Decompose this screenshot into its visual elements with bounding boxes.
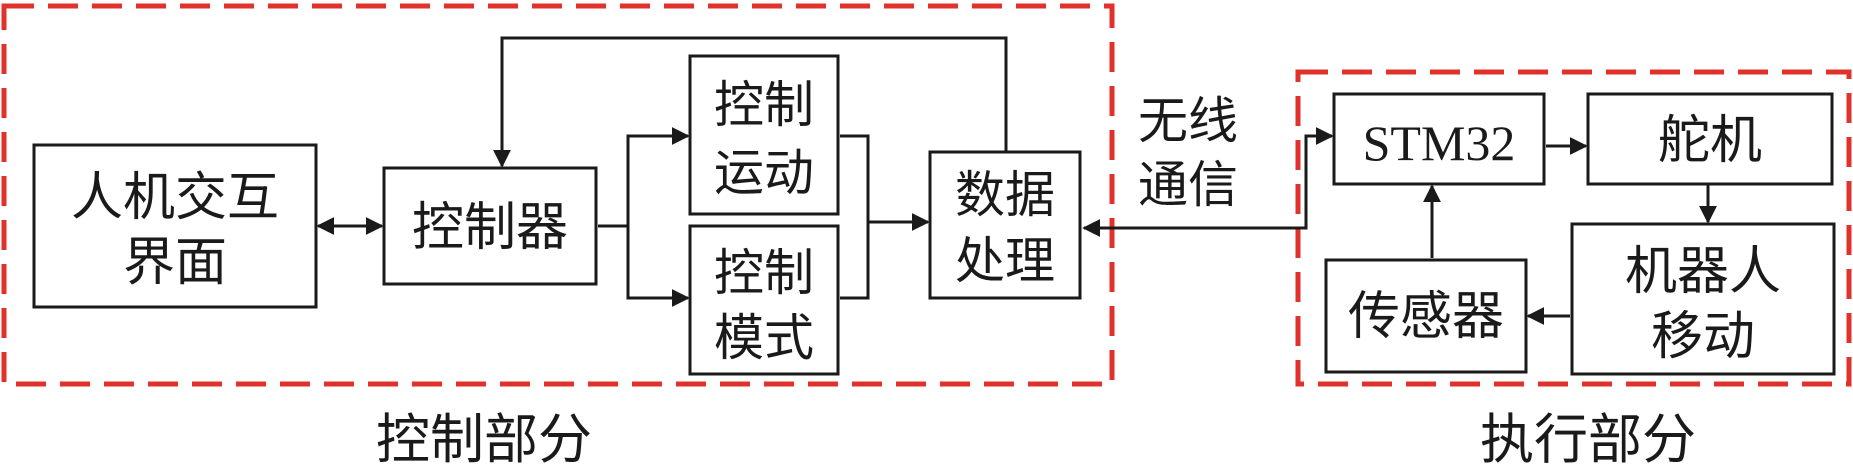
- motion-control-line1: 控制: [714, 76, 814, 134]
- robot-move-block: 机器人 移动: [1570, 222, 1836, 376]
- wireless-label-line2: 通信: [1138, 156, 1238, 214]
- hmi-label-line1: 人机交互: [71, 168, 279, 228]
- wireless-label-line1: 无线: [1138, 92, 1238, 150]
- controller-branch-connector: [598, 134, 688, 228]
- stm32-label: STM32: [1363, 115, 1516, 171]
- execute-section-caption: 执行部分: [1480, 408, 1696, 471]
- controller-block: 控制器: [382, 166, 598, 286]
- hmi-label-line2: 界面: [123, 233, 227, 293]
- mode-control-block: 控制 模式: [688, 224, 840, 376]
- hmi-block: 人机交互 界面: [32, 143, 318, 309]
- sensor-label: 传感器: [1348, 287, 1504, 347]
- wireless-connector: [1082, 127, 1334, 237]
- robot-move-line2: 移动: [1651, 307, 1755, 367]
- data-processing-line2: 处理: [955, 232, 1055, 290]
- control-section-caption: 控制部分: [376, 408, 592, 471]
- servo-label: 舵机: [1658, 111, 1762, 171]
- connectors: [316, 36, 1717, 325]
- mode-control-line2: 模式: [714, 309, 814, 367]
- servo-block: 舵机: [1586, 92, 1834, 186]
- sensor-block: 传感器: [1324, 258, 1528, 374]
- controller-to-mode-connector: [626, 226, 690, 307]
- data-to-controller-feedback: [493, 36, 1008, 168]
- motion-control-block: 控制 运动: [688, 54, 840, 216]
- controller-label: 控制器: [412, 198, 568, 258]
- motion-to-data-connector: [840, 134, 930, 231]
- motion-control-line2: 运动: [714, 144, 814, 202]
- mode-to-data-connector: [840, 222, 870, 300]
- data-processing-line1: 数据: [955, 166, 1055, 224]
- robot-move-line1: 机器人: [1625, 242, 1781, 302]
- mode-control-line1: 控制: [714, 244, 814, 302]
- stm32-block: STM32: [1332, 92, 1546, 186]
- data-processing-block: 数据 处理: [928, 150, 1082, 300]
